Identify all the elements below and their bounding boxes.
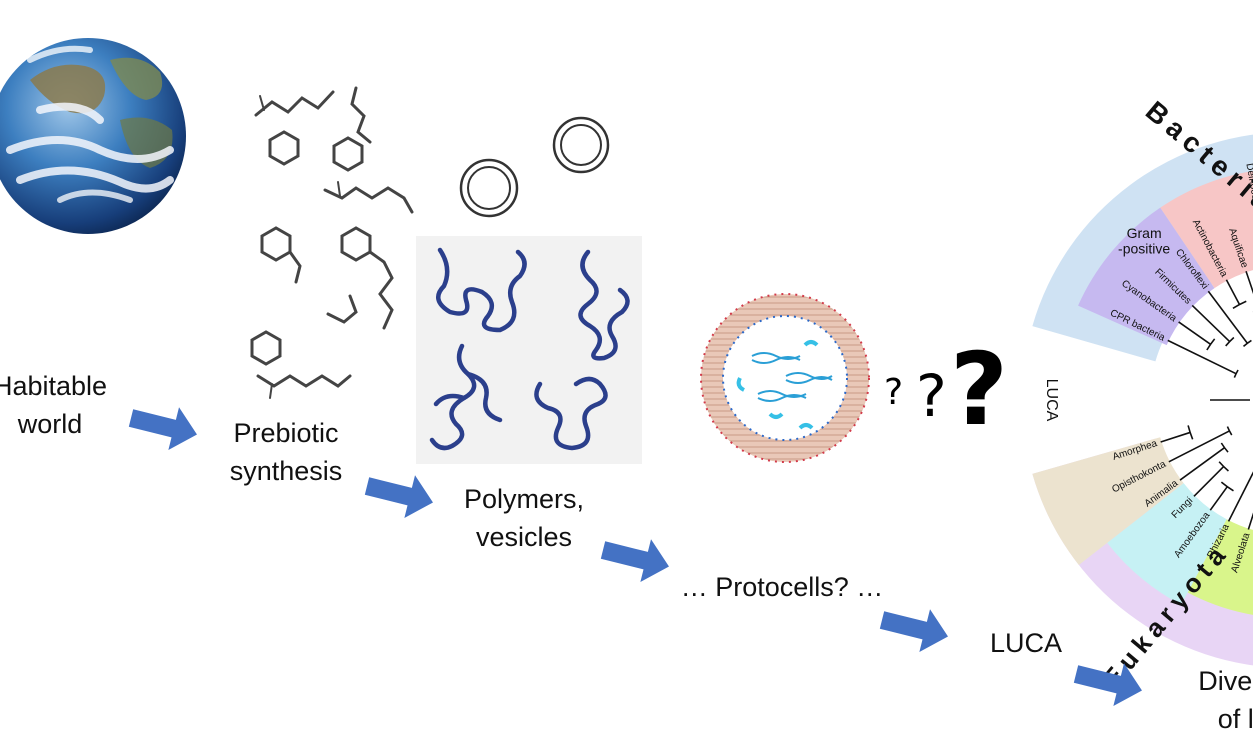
stage-label-diversity-of-life: Diversity of life <box>1198 666 1253 734</box>
tree-branch <box>1227 471 1253 522</box>
flow-arrows <box>128 407 1142 706</box>
arrow-icon <box>879 609 948 652</box>
stage-label-protocells: … Protocells? … <box>680 572 884 602</box>
tree-node <box>1187 425 1194 440</box>
tree-branch <box>1193 466 1225 497</box>
stage-label-luca: LUCA <box>989 628 1063 658</box>
arrow-icon <box>128 407 197 450</box>
tree-branch <box>1179 447 1225 481</box>
arrow-icon <box>1073 663 1142 706</box>
tree-node <box>1225 336 1235 347</box>
protocell-icon <box>700 293 870 463</box>
group-label-gram-positive: Gram-positive <box>1118 225 1170 256</box>
gram-negative-band <box>1160 171 1253 289</box>
tree-node <box>1218 461 1229 472</box>
question-mark-small: ? <box>884 372 904 413</box>
gram-positive-band <box>1078 207 1215 346</box>
tree-of-life-icon: CPR bacteriaCyanobacteriaFirmicutesChlor… <box>1032 95 1253 693</box>
luca-root-label: LUCA <box>1043 379 1060 422</box>
tree-branch <box>1245 271 1253 295</box>
amorphea-band <box>1032 437 1184 565</box>
arrow-icon <box>600 539 669 582</box>
earth-globe-icon <box>0 38 186 234</box>
tree-node <box>1206 338 1216 351</box>
tree-branch <box>1207 290 1248 344</box>
tree-branch <box>1225 279 1241 305</box>
tree-branch <box>1247 512 1253 530</box>
tree-node <box>1226 426 1233 436</box>
question-mark-medium: ? <box>916 362 947 430</box>
tree-branch <box>1209 486 1228 511</box>
tree-branch <box>1191 304 1231 343</box>
tree-node <box>1233 369 1239 378</box>
tree-branch <box>1168 430 1230 463</box>
stage-label-polymers-vesicles: Polymers, vesicles <box>463 484 585 552</box>
tree-node <box>1232 300 1247 309</box>
sar-band-2 <box>1187 519 1253 615</box>
tree-node <box>1242 339 1252 347</box>
stage-label-habitable-world: Habitable world <box>0 371 108 439</box>
tree-node <box>1220 442 1229 453</box>
tree-branch <box>1160 431 1191 443</box>
prebiotic-molecules-icon <box>250 86 414 399</box>
arrow-icon <box>364 475 433 518</box>
tree-branch <box>1167 339 1237 375</box>
vesicle-icon <box>459 116 610 218</box>
polymer-chains-icon <box>416 236 642 464</box>
tree-branch <box>1178 321 1212 345</box>
question-mark-large: ? <box>950 331 1009 448</box>
stage-label-prebiotic-synthesis: Prebiotic synthesis <box>229 418 343 486</box>
tree-node <box>1220 481 1234 492</box>
opisthokonta-band <box>1107 483 1227 605</box>
